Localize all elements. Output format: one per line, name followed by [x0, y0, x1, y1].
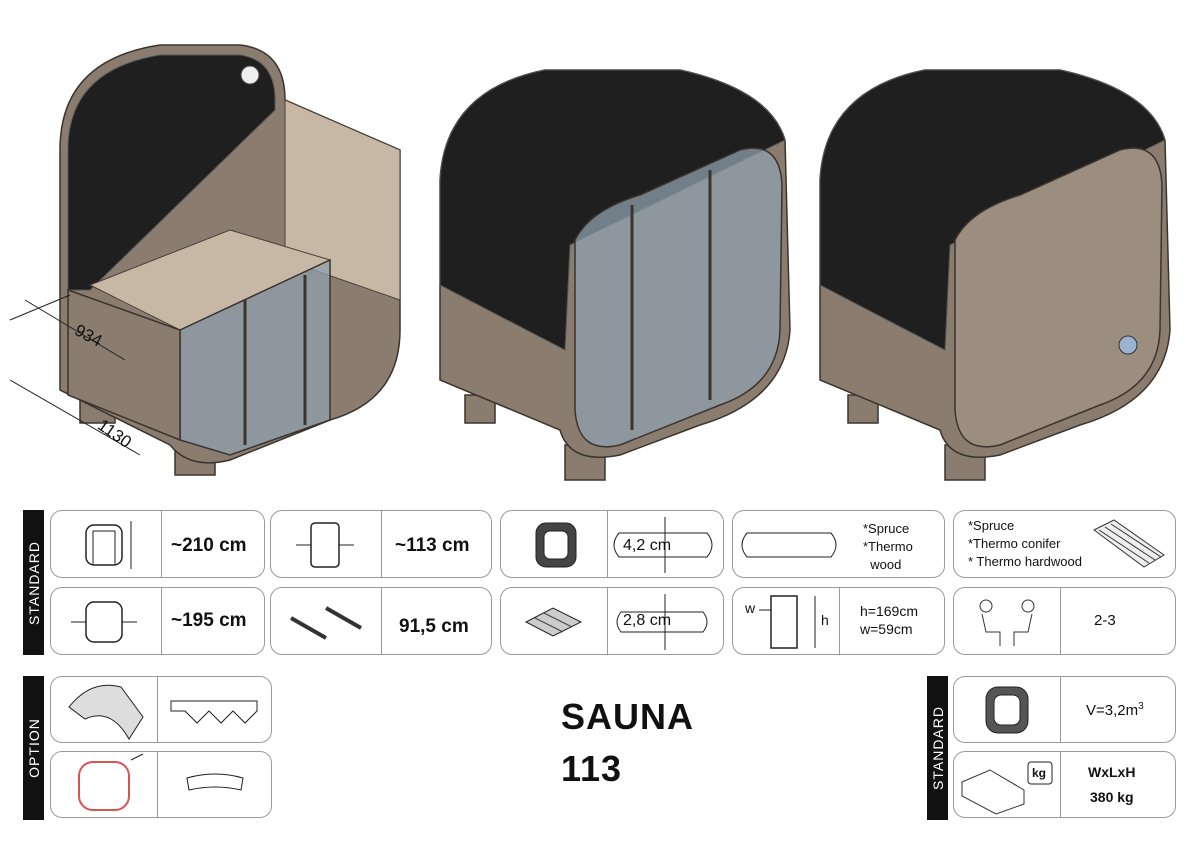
persons-value: 2-3: [1094, 612, 1116, 629]
bench-slats-icon: [1093, 519, 1165, 568]
bench-length-icon: [290, 606, 362, 640]
card-floor-thickness: 2,8 cm: [500, 587, 724, 655]
floor-thickness-value: 2,8 cm: [623, 612, 672, 629]
product-name: SAUNA: [561, 696, 695, 737]
outer-width-icon: [296, 522, 354, 568]
card-bench-wood: *Spruce *Thermo conifer * Thermo hardwoo…: [953, 510, 1176, 578]
volume-exponent: 3: [1138, 701, 1144, 712]
bench-length-value: 91,5 cm: [399, 616, 469, 637]
card-outer-width: ~113 cm: [270, 510, 492, 578]
inner-height-value: ~195 cm: [171, 610, 247, 631]
card-persons: 2-3: [953, 587, 1176, 655]
sauna-renderings: [9, 44, 1171, 481]
card-wall-thickness: 4,2 cm: [500, 510, 724, 578]
inner-height-icon: [71, 601, 137, 643]
floor-board-icon: [616, 594, 708, 650]
outer-height-icon: [85, 521, 132, 569]
door-width-label: w: [745, 600, 756, 616]
volume-text: V=3,2m: [1086, 702, 1139, 719]
card-bench-length: 91,5 cm: [270, 587, 492, 655]
sauna-cutaway-view: [9, 44, 401, 476]
card-inner-height: ~195 cm: [50, 587, 265, 655]
persons-icon: [979, 599, 1035, 646]
card-volume: V=3,2m3: [953, 676, 1176, 743]
card-option-roof: [50, 676, 272, 743]
wall-wood-list: *Spruce *Thermo wood: [863, 521, 913, 572]
floor-grid-icon: [524, 607, 583, 637]
door-size-value: h=169cm w=59cm: [860, 603, 918, 637]
frame-profile-icon: [78, 753, 144, 811]
door-height-label: h: [821, 612, 829, 628]
wall-profile-icon: [535, 522, 577, 568]
kg-icon-label: kg: [1032, 766, 1047, 780]
option-sidebar: OPTION: [23, 676, 44, 820]
volume-value: V=3,2m3: [1086, 701, 1144, 719]
card-outer-height: ~210 cm: [50, 510, 265, 578]
outer-width-value: ~113 cm: [395, 535, 470, 556]
door-icon: [759, 595, 816, 649]
product-model: 113: [561, 748, 623, 789]
standard-label-right: STANDARD: [929, 706, 946, 790]
board-profile-icon: [741, 532, 837, 558]
bench-wood-list: *Spruce *Thermo conifer * Thermo hardwoo…: [968, 518, 1082, 569]
package-weight-icon: [961, 761, 1053, 815]
card-wall-wood: *Spruce *Thermo wood: [732, 510, 945, 578]
wall-thickness-value: 4,2 cm: [623, 537, 672, 554]
dims-label: WxLxH: [1088, 764, 1136, 780]
card-option-frame: [50, 751, 272, 818]
sauna-front-view: [439, 69, 791, 481]
volume-icon: [985, 686, 1029, 734]
outer-height-value: ~210 cm: [171, 535, 247, 556]
standard-label: STANDARD: [25, 540, 42, 625]
standard-sidebar-left: STANDARD: [23, 510, 44, 655]
card-weight: kg WxLxH 380 kg: [953, 751, 1176, 818]
standard-sidebar-right: STANDARD: [927, 676, 948, 820]
option-label: OPTION: [25, 718, 42, 778]
shingle-profile-icon: [170, 700, 258, 724]
shingle-roof-icon: [68, 684, 144, 740]
sauna-back-view: [819, 69, 1171, 481]
weight-value: 380 kg: [1090, 789, 1134, 805]
card-door-size: w h h=169cm w=59cm: [732, 587, 945, 655]
curved-board-icon: [186, 773, 244, 791]
wall-board-icon: [613, 517, 713, 573]
